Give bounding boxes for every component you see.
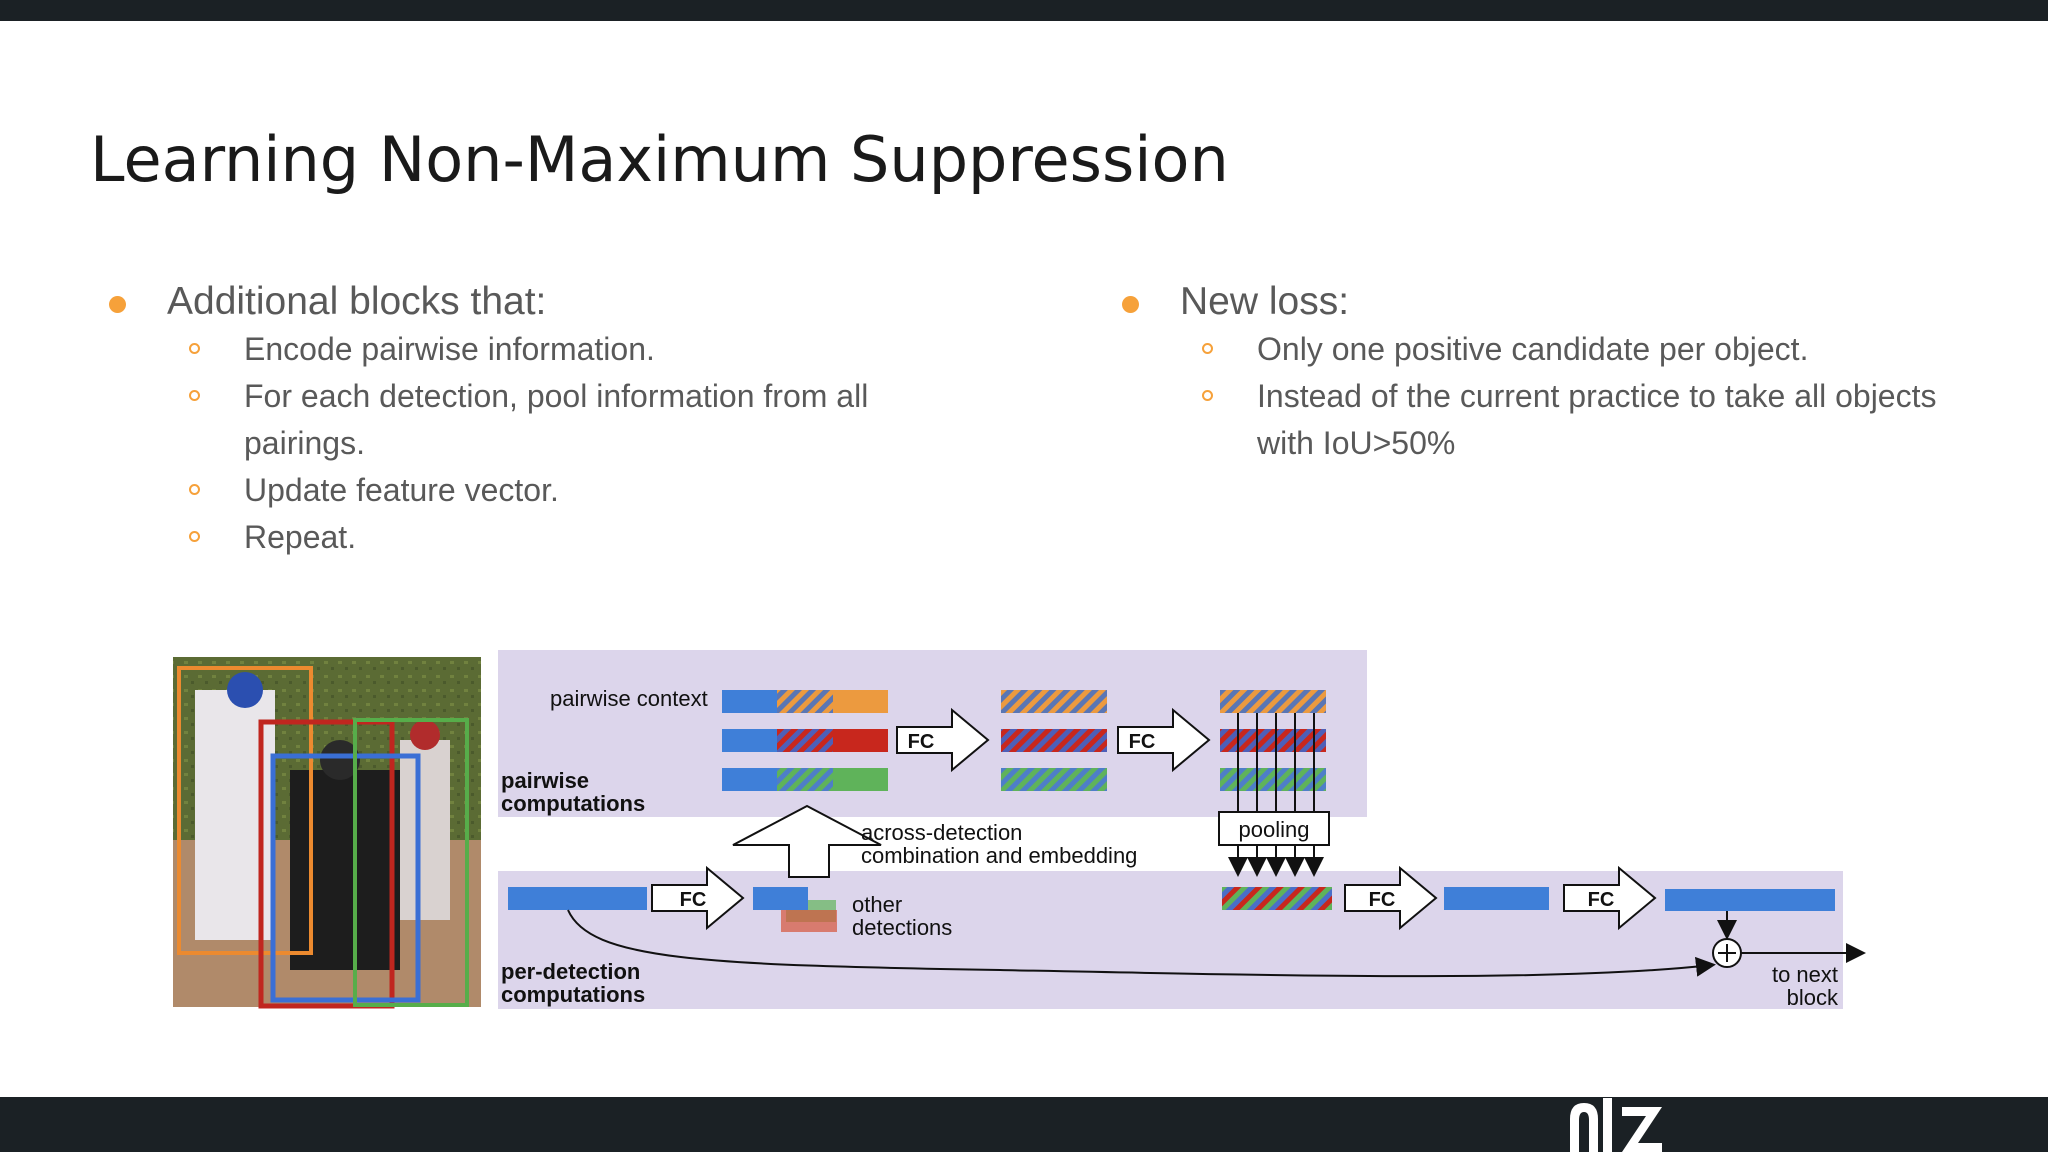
fc-label: FC	[908, 731, 935, 753]
per-detection-label-1: per-detection	[501, 959, 640, 984]
bullet-dot-icon	[1122, 296, 1139, 313]
university-logo	[1570, 1098, 1662, 1152]
pair-bar-blue	[722, 729, 777, 752]
left-sub-item: For each detection, pool information fro…	[105, 373, 884, 467]
pair-bar-blue	[722, 690, 777, 713]
left-sub-item: Repeat.	[105, 514, 975, 561]
pooling-label: pooling	[1239, 817, 1310, 842]
right-sub-item: Instead of the current practice to take …	[1118, 373, 1937, 467]
right-sub-list: Only one positive candidate per object. …	[1180, 326, 2018, 467]
embed-bar	[1001, 690, 1107, 713]
detection-photo	[173, 657, 481, 1009]
pair-bar-hatch	[777, 690, 833, 713]
left-bullet-list: Additional blocks that: Encode pairwise …	[105, 278, 975, 561]
up-arrow-icon	[732, 804, 882, 878]
right-sub-item-text: Only one positive candidate per object.	[1257, 331, 1809, 367]
bullet-ring-icon	[1202, 390, 1213, 401]
fc-label: FC	[680, 889, 707, 911]
pooling-lines	[1237, 713, 1315, 812]
bottom-bar	[0, 1097, 2048, 1152]
fc-arrow-1: FC	[896, 707, 990, 773]
detection-feature-bar	[508, 887, 647, 910]
left-bullet-heading: Additional blocks that:	[167, 280, 547, 323]
to-next-block-label-1: to next	[1772, 962, 1838, 987]
skip-connection	[567, 909, 1716, 978]
detection-embed-bar	[753, 887, 808, 910]
right-sub-item-text: Instead of the current practice to take …	[1257, 378, 1937, 461]
fc-arrow-2: FC	[1117, 707, 1211, 773]
left-sub-item: Update feature vector.	[105, 467, 975, 514]
pair-bar-blue	[722, 768, 777, 791]
fc-arrow-3: FC	[651, 865, 745, 931]
embed-bar	[1001, 729, 1107, 752]
pooling-output-arrows	[1228, 845, 1324, 877]
across-detection-label-1: across-detection	[861, 820, 1022, 845]
output-bar	[1665, 889, 1835, 911]
fc-arrow-4: FC	[1344, 865, 1438, 931]
right-bullet-heading: New loss:	[1180, 280, 1350, 323]
pooled-bar	[1222, 887, 1332, 910]
right-bullet-list: New loss: Only one positive candidate pe…	[1118, 278, 2018, 467]
bullet-ring-icon	[189, 484, 200, 495]
fc-label: FC	[1129, 731, 1156, 753]
embed-bar	[1220, 729, 1326, 752]
other-detection-bar	[781, 910, 837, 932]
embed-bar	[1220, 690, 1326, 713]
right-bullet: New loss: Only one positive candidate pe…	[1118, 278, 2018, 467]
left-sub-list: Encode pairwise information. For each de…	[167, 326, 975, 561]
updated-bar	[1444, 887, 1549, 910]
embed-bar	[1001, 768, 1107, 791]
other-detections-label-1: other	[852, 892, 902, 917]
fc-label: FC	[1588, 889, 1615, 911]
pair-bar-red	[833, 729, 888, 752]
pairwise-context-label: pairwise context	[550, 686, 708, 711]
left-bullet: Additional blocks that: Encode pairwise …	[105, 278, 975, 561]
slide-title: Learning Non-Maximum Suppression	[90, 123, 1229, 196]
to-next-block-label-2: block	[1787, 985, 1839, 1010]
bullet-ring-icon	[1202, 343, 1213, 354]
right-sub-item: Only one positive candidate per object.	[1118, 326, 2018, 373]
embed-bar	[1220, 768, 1326, 791]
left-sub-item-text: Update feature vector.	[244, 472, 559, 508]
fc-arrow-5: FC	[1563, 865, 1657, 931]
pairwise-computations-label-2: computations	[501, 791, 645, 816]
left-sub-item-text: For each detection, pool information fro…	[244, 378, 869, 461]
top-bar	[0, 0, 2048, 21]
fc-label: FC	[1369, 889, 1396, 911]
pair-bar-hatch	[777, 768, 833, 791]
bullet-dot-icon	[109, 296, 126, 313]
pairwise-computations-label-1: pairwise	[501, 768, 589, 793]
per-detection-label-2: computations	[501, 982, 645, 1007]
other-detections-label-2: detections	[852, 915, 952, 940]
pair-bar-orange	[833, 690, 888, 713]
sum-icon	[1712, 938, 1742, 968]
left-sub-item: Encode pairwise information.	[105, 326, 975, 373]
bullet-ring-icon	[189, 343, 200, 354]
pooling-box	[1218, 811, 1330, 846]
bullet-ring-icon	[189, 390, 200, 401]
left-sub-item-text: Encode pairwise information.	[244, 331, 655, 367]
pair-bar-green	[833, 768, 888, 791]
bullet-ring-icon	[189, 531, 200, 542]
left-sub-item-text: Repeat.	[244, 519, 357, 555]
across-detection-label-2: combination and embedding	[861, 843, 1137, 868]
pair-bar-hatch	[777, 729, 833, 752]
